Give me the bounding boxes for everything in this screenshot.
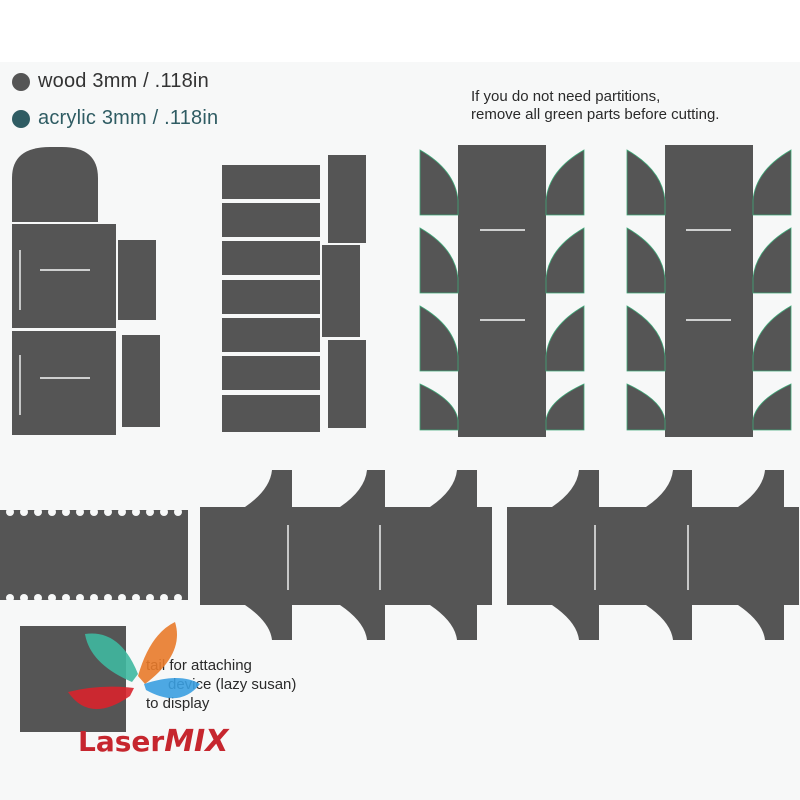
partition-flap <box>626 149 666 216</box>
net-flap <box>738 605 784 640</box>
net-flap <box>646 470 692 507</box>
drawer-strip-2 <box>222 203 320 237</box>
partition-flap <box>752 383 792 431</box>
partition-flap <box>752 305 792 372</box>
logo-word-laser: Laser <box>78 725 165 758</box>
partition-flap <box>419 383 459 431</box>
horizontal-net-1 <box>200 507 492 605</box>
partition-flap <box>419 149 459 216</box>
partition-note-line-2: remove all green parts before cutting. <box>471 106 720 123</box>
legend-acrylic: acrylic 3mm / .118in <box>12 107 218 130</box>
net-flap <box>245 605 292 640</box>
partition-flap <box>419 305 459 372</box>
wood-swatch-icon <box>12 72 30 91</box>
detail-note-line-1: tail for attaching <box>146 657 252 674</box>
drawer-strip-3 <box>222 241 320 275</box>
net-flap <box>340 605 385 640</box>
comb-strip <box>0 510 188 600</box>
partition-flap <box>545 227 585 294</box>
side-panel-1 <box>328 155 366 243</box>
partition-flap <box>752 227 792 294</box>
logo-word-mix: MIX <box>164 724 229 759</box>
box-side-piece-2 <box>12 331 116 435</box>
net-flap <box>430 605 477 640</box>
drawer-strip-7 <box>222 395 320 432</box>
drawer-strip-6 <box>222 356 320 390</box>
partition-flap <box>752 149 792 216</box>
partition-note-line-1: If you do not need partitions, <box>471 88 661 105</box>
net-flap <box>738 470 784 507</box>
partition-flap <box>626 383 666 431</box>
net-flap <box>552 605 599 640</box>
drawer-strip-5 <box>222 318 320 352</box>
horizontal-net-2 <box>507 507 799 605</box>
net-flap <box>552 470 599 507</box>
drawer-strip-4 <box>222 280 320 314</box>
net-flap <box>245 470 292 507</box>
detail-note-line-3: to display <box>146 695 210 712</box>
partition-flap <box>545 149 585 216</box>
net-flap <box>430 470 477 507</box>
drawer-strip-1 <box>222 165 320 199</box>
detail-note: tail for attaching device (lazy susan) t… <box>146 656 296 713</box>
legend-wood-label: wood 3mm / .118in <box>38 70 209 92</box>
side-panel-2 <box>322 245 360 337</box>
lasermix-logo: LaserMIX <box>78 724 228 759</box>
partition-flap <box>626 227 666 294</box>
partition-flap <box>626 305 666 372</box>
detail-note-line-2: device (lazy susan) <box>168 676 297 693</box>
legend-acrylic-label: acrylic 3mm / .118in <box>38 107 219 129</box>
acrylic-swatch-icon <box>12 109 30 128</box>
top-cap-piece <box>12 147 98 222</box>
net-flap <box>340 470 385 507</box>
side-panel-3 <box>328 340 366 428</box>
net-flap <box>646 605 692 640</box>
box-side-piece-1 <box>12 224 116 328</box>
partition-flap <box>545 383 585 431</box>
small-tab-piece-2 <box>122 335 160 427</box>
small-tab-piece-1 <box>118 240 156 320</box>
partition-flap <box>419 227 459 294</box>
lasermix-logo-icon <box>68 622 200 710</box>
vertical-net-2 <box>665 145 753 437</box>
legend-wood: wood 3mm / .118in <box>12 70 209 93</box>
vertical-net-1 <box>458 145 546 437</box>
partition-note: If you do not need partitions, remove al… <box>471 88 719 124</box>
partition-flap <box>545 305 585 372</box>
